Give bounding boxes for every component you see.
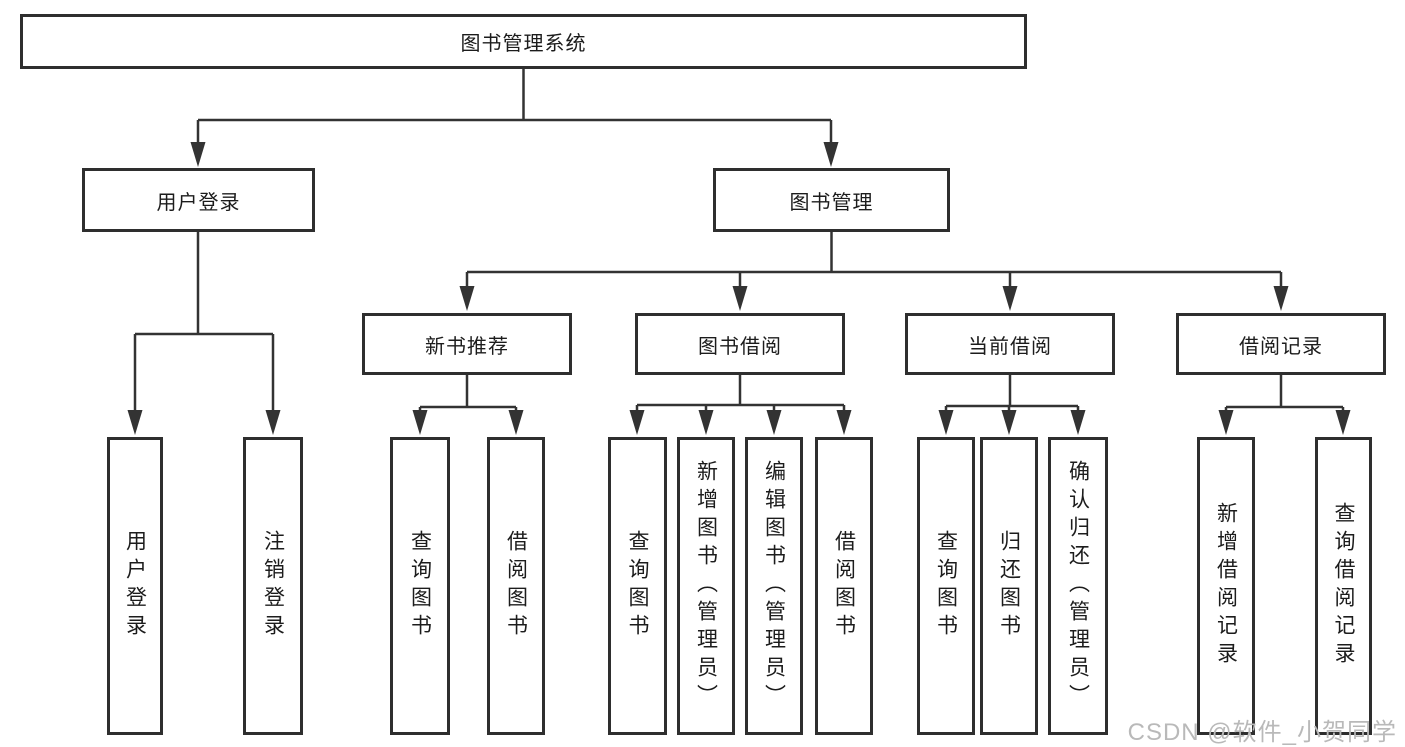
- leaf-newbook-borrow-books: 借阅图书: [487, 437, 545, 735]
- leaf-newbook-query-books: 查询图书: [390, 437, 450, 735]
- leaf-record-add-record: 新增借阅记录: [1197, 437, 1255, 735]
- leaf-record-add-record-label: 新增借阅记录: [1214, 502, 1238, 670]
- node-user-login: 用户登录: [82, 168, 315, 232]
- leaf-borrow-edit-books-admin-label: 编辑图书（管理员）: [762, 460, 786, 712]
- node-book-borrow-label: 图书借阅: [698, 335, 782, 358]
- node-book-mgmt-label: 图书管理: [789, 191, 874, 214]
- leaf-current-return-books-label: 归还图书: [997, 530, 1021, 642]
- node-book-mgmt: 图书管理: [713, 168, 950, 232]
- leaf-current-query-books-label: 查询图书: [934, 530, 958, 642]
- leaf-borrow-add-books-admin: 新增图书（管理员）: [677, 437, 735, 735]
- leaf-user-login-label: 用户登录: [123, 530, 147, 642]
- node-new-book-rec-label: 新书推荐: [425, 335, 509, 358]
- leaf-logout: 注销登录: [243, 437, 303, 735]
- leaf-current-query-books: 查询图书: [917, 437, 975, 735]
- csdn-watermark: CSDN @软件_小贺同学: [1127, 719, 1397, 746]
- node-new-book-rec: 新书推荐: [362, 313, 572, 375]
- leaf-current-confirm-return-admin: 确认归还（管理员）: [1048, 437, 1108, 735]
- leaf-record-query-record: 查询借阅记录: [1315, 437, 1372, 735]
- node-user-login-label: 用户登录: [156, 191, 241, 214]
- node-current-borrow: 当前借阅: [905, 313, 1115, 375]
- leaf-borrow-edit-books-admin: 编辑图书（管理员）: [745, 437, 803, 735]
- leaf-current-return-books: 归还图书: [980, 437, 1038, 735]
- node-root-label: 图书管理系统: [460, 33, 587, 55]
- node-root: 图书管理系统: [20, 14, 1027, 69]
- leaf-logout-label: 注销登录: [261, 530, 285, 642]
- leaf-newbook-query-books-label: 查询图书: [408, 530, 432, 642]
- leaf-borrow-borrow-books-label: 借阅图书: [832, 530, 856, 642]
- node-book-borrow: 图书借阅: [635, 313, 845, 375]
- leaf-current-confirm-return-admin-label: 确认归还（管理员）: [1066, 460, 1090, 712]
- leaf-user-login: 用户登录: [107, 437, 163, 735]
- leaf-record-query-record-label: 查询借阅记录: [1332, 502, 1355, 670]
- leaf-borrow-query-books: 查询图书: [608, 437, 667, 735]
- leaf-borrow-borrow-books: 借阅图书: [815, 437, 873, 735]
- leaf-borrow-query-books-label: 查询图书: [626, 530, 649, 642]
- leaf-borrow-add-books-admin-label: 新增图书（管理员）: [694, 460, 718, 712]
- node-borrow-record-label: 借阅记录: [1239, 335, 1323, 358]
- leaf-newbook-borrow-books-label: 借阅图书: [504, 530, 528, 642]
- node-current-borrow-label: 当前借阅: [968, 335, 1052, 358]
- node-borrow-record: 借阅记录: [1176, 313, 1386, 375]
